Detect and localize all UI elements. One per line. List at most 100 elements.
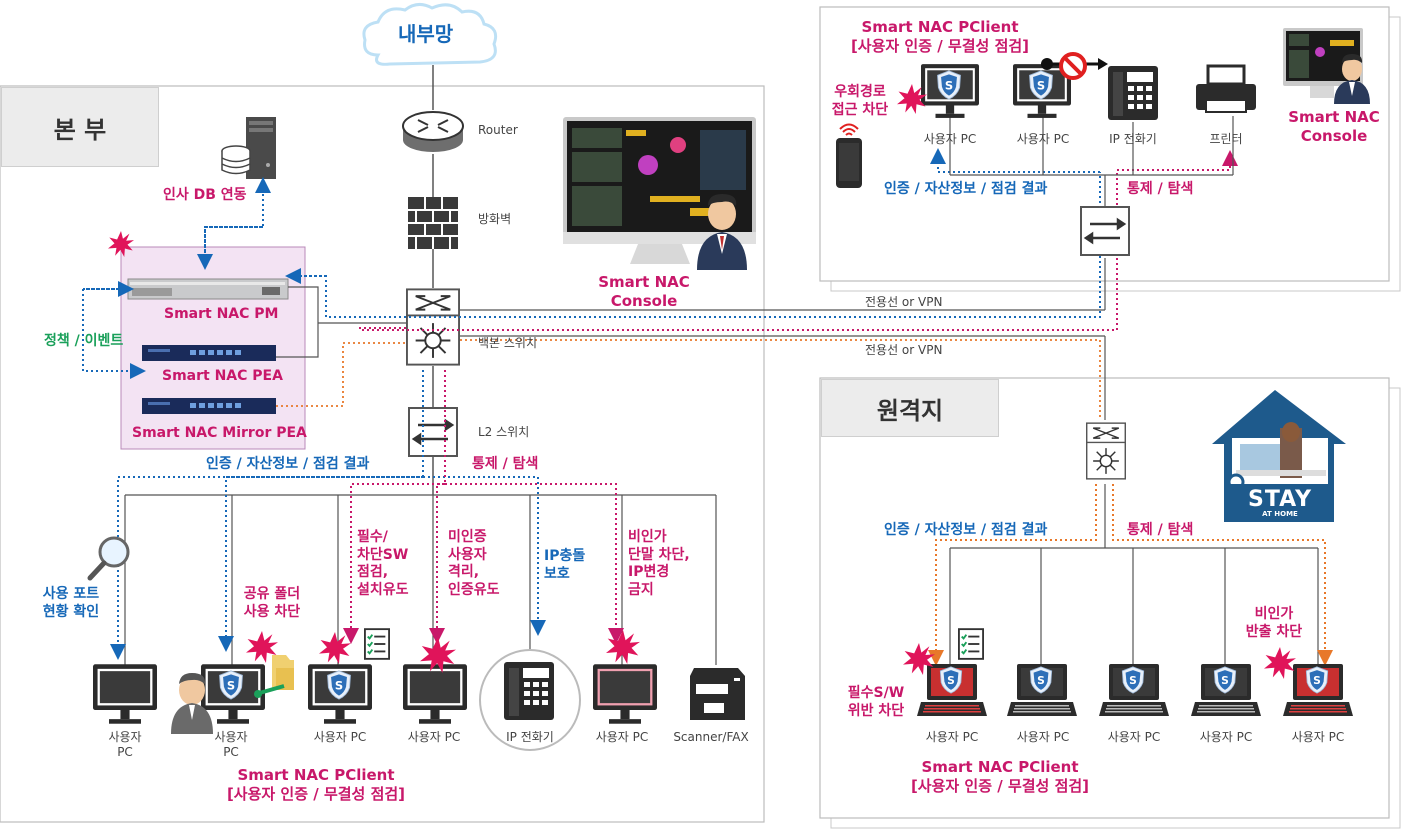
unauth-user-note-line: 사용자: [448, 546, 487, 563]
remote-pc1-label: 사용자 PC: [925, 730, 979, 744]
shared-folder-note: 공유 폴더 사용 차단: [236, 586, 308, 621]
hr-db-label: 인사 DB 연동: [163, 187, 247, 203]
hq-section-tab: 본 부: [1, 87, 159, 167]
pm-label: Smart NAC PM: [164, 306, 279, 322]
branch-pc1-label: 사용자 PC: [923, 132, 977, 146]
shared-folder-note-line: 사용 차단: [243, 603, 301, 620]
required-sw-note-line: 점검,: [357, 564, 389, 580]
wan-line-label-2: 전용선 or VPN: [865, 343, 943, 357]
non-authorized-export-note-line: 반출 차단: [1245, 623, 1303, 640]
bypass-block-note: 우회경로 접근 차단: [822, 84, 898, 119]
remote-pc4-label: 사용자 PC: [1199, 730, 1253, 744]
stay-at-home-icon: [1212, 390, 1346, 522]
non-authorized-note-line: IP변경: [628, 564, 670, 580]
branch-pclient-title-line1: Smart NAC PClient: [861, 18, 1019, 36]
remote-section-tab: 원격지: [821, 379, 999, 437]
printer-label: 프린터: [1209, 132, 1243, 146]
required-sw-violation-note-line: 위반 차단: [847, 702, 905, 719]
non-authorized-note-line: 비인가: [628, 529, 667, 545]
hq-auth-flow-label: 인증 / 자산정보 / 점검 결과: [206, 456, 370, 472]
mirror-pea-server-icon: [142, 398, 276, 414]
wan-line-label-1: 전용선 or VPN: [865, 295, 943, 309]
magnifier-icon: [87, 536, 130, 581]
user-person-icon: [171, 673, 213, 734]
required-sw-note: 필수/ 차단SW 점검, 설치유도: [357, 529, 409, 599]
backbone-switch-label: 백본 스위치: [478, 336, 538, 350]
branch-pclient-title-line2: [사용자 인증 / 무결성 점검]: [850, 36, 1030, 55]
pea-server-icon: [142, 345, 276, 361]
firewall-icon: [408, 197, 458, 249]
scanner-fax-label: Scanner/FAX: [673, 730, 749, 744]
branch-console-line2: Console: [1300, 126, 1368, 145]
ip-conflict-note-line: IP충돌: [544, 548, 586, 564]
branch-console-label: Smart NAC Console: [1284, 108, 1384, 146]
hq-ip-phone-icon: [479, 649, 581, 751]
bypass-block-note-line: 우회경로: [834, 84, 886, 100]
branch-admin-person-icon: [1334, 54, 1370, 104]
pm-server-icon: [127, 278, 289, 300]
unauth-user-note-line: 미인증: [448, 529, 487, 545]
remote-pc5-label: 사용자 PC: [1291, 730, 1345, 744]
checklist-icon: [958, 628, 984, 660]
remote-pclient-title-line1: Smart NAC PClient: [921, 758, 1079, 776]
policy-event-label: 정책 / 이벤트: [44, 333, 124, 349]
branch-pc2-label: 사용자 PC: [1016, 132, 1070, 146]
port-status-note-line: 사용 포트: [42, 586, 100, 602]
pea-label: Smart NAC PEA: [162, 368, 283, 384]
router-icon: [402, 111, 464, 152]
admin-person-icon: [697, 194, 747, 270]
hq-pc3-label: 사용자 PC: [313, 730, 367, 744]
branch-console-line1: Smart NAC: [1288, 108, 1380, 126]
blocked-usb-icon: [1041, 52, 1108, 80]
firewall-label: 방화벽: [478, 212, 512, 226]
non-authorized-note-line: 금지: [628, 581, 654, 598]
l2-switch-icon: [408, 407, 458, 457]
remote-pc3-label: 사용자 PC: [1107, 730, 1161, 744]
hq-pclient-title-line2: [사용자 인증 / 무결성 점검]: [226, 784, 406, 803]
shared-folder-note-line: 공유 폴더: [243, 586, 301, 602]
unauth-user-note: 미인증 사용자 격리, 인증유도: [448, 529, 500, 599]
router-label: Router: [478, 123, 518, 137]
ip-conflict-note-line: 보호: [544, 565, 570, 582]
db-server-icon: [221, 117, 276, 179]
branch-ip-phone-label: IP 전화기: [1109, 132, 1157, 146]
scanner-fax-icon: [690, 668, 745, 720]
branch-ip-phone-icon: [1108, 66, 1158, 120]
printer-icon: [1196, 64, 1256, 113]
hq-pc1-label-line: 사용자: [108, 730, 142, 744]
hq-pclient-title: Smart NAC PClient [사용자 인증 / 무결성 점검]: [196, 766, 436, 804]
required-sw-note-line: 차단SW: [357, 546, 409, 563]
remote-pclient-title-line2: [사용자 인증 / 무결성 점검]: [910, 776, 1090, 795]
unauth-user-note-line: 격리,: [448, 564, 480, 580]
cloud-icon: [362, 3, 498, 66]
bypass-block-note-line: 접근 차단: [831, 101, 889, 118]
stay-at-home-text: STAY: [1248, 487, 1312, 512]
remote-auth-flow-label: 인증 / 자산정보 / 점검 결과: [884, 522, 1048, 538]
remote-switch-icon: [1086, 422, 1126, 480]
branch-switch-icon: [1080, 206, 1130, 256]
hq-console-label: Smart NAC Console: [594, 273, 694, 311]
hq-console-line1: Smart NAC: [598, 273, 690, 291]
smartphone-icon: [836, 123, 862, 188]
hq-console-monitor-icon: [563, 117, 756, 264]
remote-control-flow-label: 통제 / 탐색: [1127, 522, 1194, 538]
ip-conflict-note: IP충돌 보호: [544, 548, 585, 583]
branch-auth-flow-label: 인증 / 자산정보 / 점검 결과: [884, 181, 1048, 197]
remote-pc2-label: 사용자 PC: [1016, 730, 1070, 744]
required-sw-violation-note: 필수S/W 위반 차단: [838, 685, 914, 720]
backbone-switch-icon: [406, 288, 460, 366]
checklist-icon: [364, 628, 390, 660]
hq-pc4-label: 사용자 PC: [407, 730, 461, 744]
non-authorized-export-note-line: 비인가: [1254, 606, 1294, 622]
hq-pc1-label: 사용자 PC: [95, 730, 155, 760]
hq-console-line2: Console: [610, 291, 678, 310]
branch-pclient-title: Smart NAC PClient [사용자 인증 / 무결성 점검]: [820, 18, 1060, 56]
hq-pc2-label-line: 사용자: [214, 730, 248, 744]
stay-at-home-subtext: AT HOME: [1262, 510, 1298, 518]
hq-pc5-label: 사용자 PC: [595, 730, 649, 744]
required-sw-violation-note-line: 필수S/W: [847, 685, 905, 701]
port-status-note: 사용 포트 현황 확인: [36, 586, 106, 621]
hq-pc1-label-line: PC: [117, 745, 133, 759]
